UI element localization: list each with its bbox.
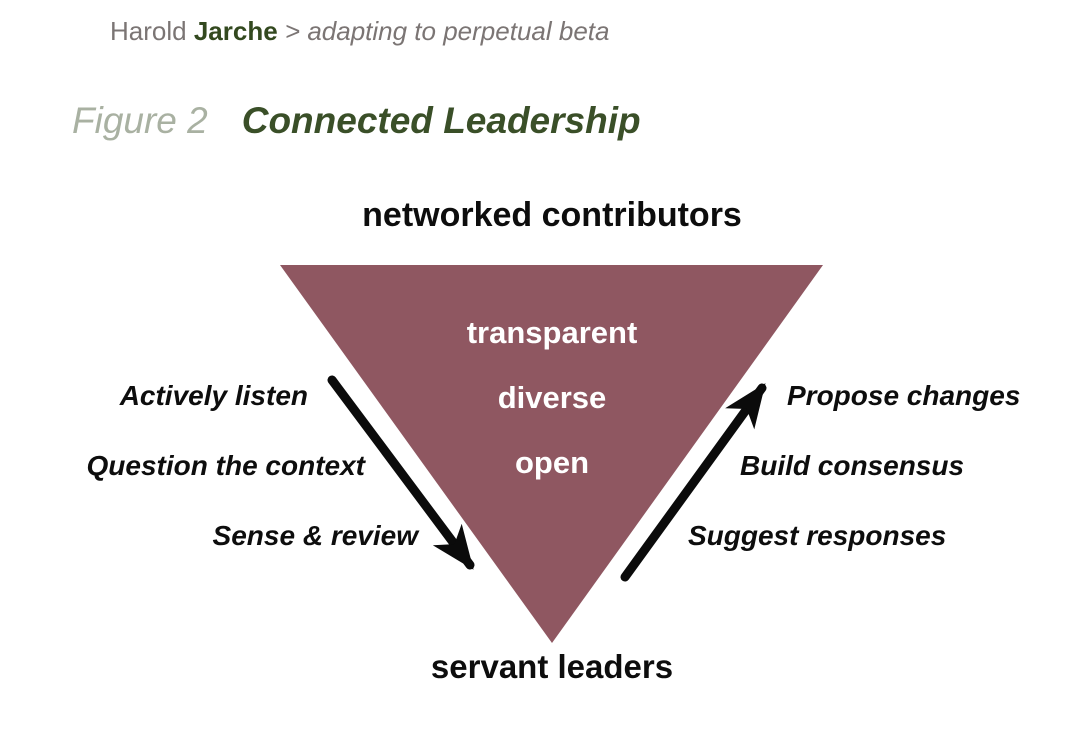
right-step-label: Propose changes — [787, 380, 1021, 411]
right-up-arrow — [620, 383, 767, 582]
inverted-triangle — [280, 265, 823, 643]
document-header: Harold Jarche > adapting to perpetual be… — [110, 16, 609, 47]
bottom-node-label: servant leaders — [430, 648, 674, 685]
triangle-value: open — [514, 445, 590, 480]
author-last-name: Jarche — [193, 16, 278, 46]
triangle-value: diverse — [497, 380, 607, 415]
left-step-label: Actively listen — [119, 380, 308, 411]
triangle-value: transparent — [466, 315, 638, 350]
header-separator: > — [284, 16, 301, 46]
figure-number-label: Figure 2 — [72, 100, 208, 141]
right-step-label: Suggest responses — [688, 520, 947, 551]
book-tagline: adapting to perpetual beta — [307, 16, 610, 46]
author-first-name: Harold — [110, 16, 187, 46]
left-step-label: Sense & review — [212, 520, 418, 551]
left-down-arrow — [327, 375, 475, 570]
right-step-label: Build consensus — [740, 450, 965, 481]
left-step-label: Question the context — [86, 450, 365, 481]
figure-name: Connected Leadership — [241, 100, 641, 141]
figure-title: Figure 2 Connected Leadership — [72, 100, 641, 142]
top-node-label: networked contributors — [362, 196, 742, 234]
